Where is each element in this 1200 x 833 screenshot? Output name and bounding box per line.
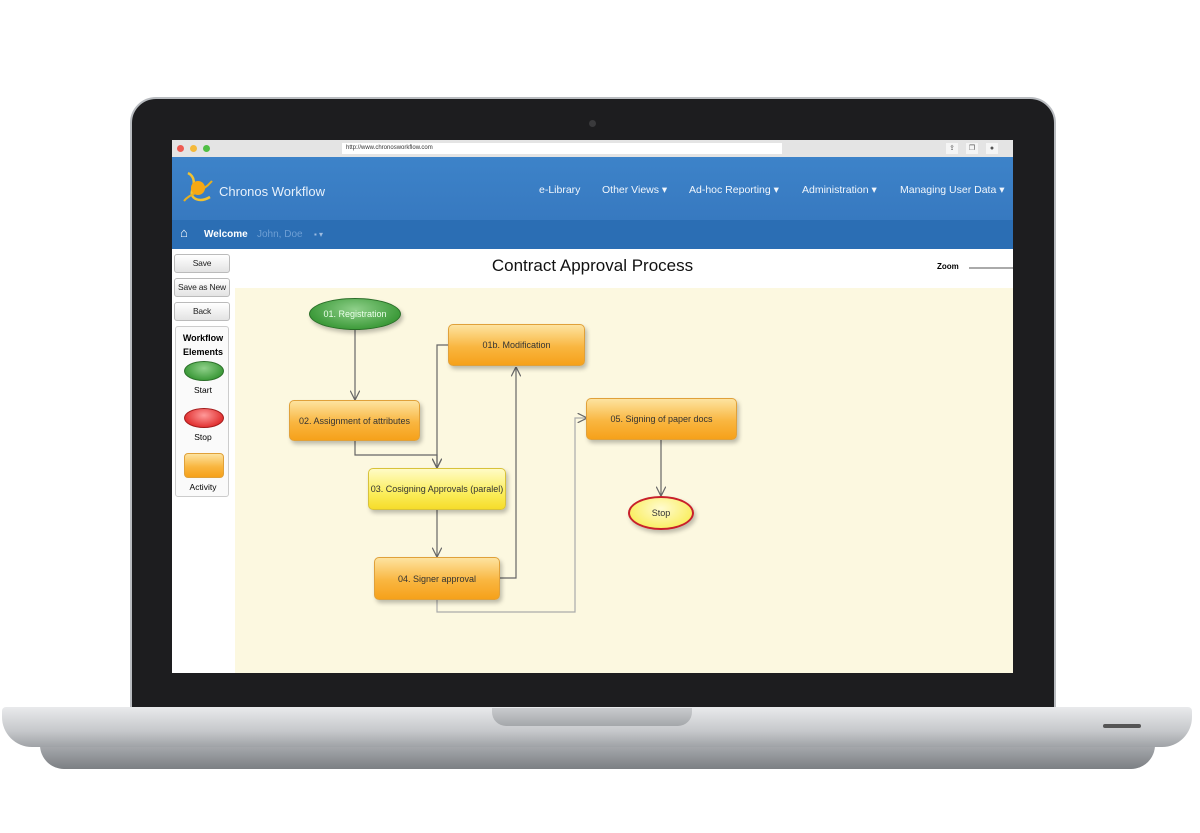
nav-label: Other Views (602, 184, 659, 196)
node-assignment[interactable]: 02. Assignment of attributes (289, 400, 420, 441)
nav-label: Administration (802, 184, 869, 196)
zoom-slider[interactable] (969, 267, 1013, 269)
workflow-canvas[interactable]: 01. Registration 02. Assignment of attri… (235, 288, 1013, 673)
language-flag-dropdown[interactable]: ▪ ▾ (314, 230, 324, 239)
connector (354, 441, 437, 467)
connector (500, 368, 516, 579)
caret-down-icon: ▾ (871, 184, 877, 196)
nav-administration[interactable]: Administration ▾ (802, 184, 877, 196)
node-cosigning[interactable]: 03. Cosigning Approvals (paralel) (368, 468, 506, 510)
browser-toolbar: http://www.chronosworkflow.com ⇪ ❐ ● (172, 140, 1013, 157)
caret-down-icon: ▾ (661, 184, 668, 196)
home-icon[interactable]: ⌂ (180, 225, 188, 240)
laptop-base-bottom (40, 745, 1155, 769)
caret-down-icon: ▾ (773, 184, 779, 196)
nav-ad-hoc-reporting[interactable]: Ad-hoc Reporting ▾ (689, 184, 779, 196)
screen: http://www.chronosworkflow.com ⇪ ❐ ● Chr… (172, 140, 1013, 673)
connectors (235, 330, 1013, 613)
close-window-button[interactable] (177, 145, 184, 152)
nav-label: Ad-hoc Reporting (689, 184, 771, 196)
stop-element[interactable] (184, 408, 224, 428)
share-icon[interactable]: ⇪ (946, 143, 958, 154)
activity-label: Activity (189, 482, 217, 492)
nav-label: e-Library (539, 184, 581, 196)
workflow-elements-palette: Workflow Elements Start Stop Activity (175, 326, 229, 497)
page-title: Contract Approval Process (491, 256, 694, 275)
app-header: Chronos Workflow e-Library Other Views ▾… (172, 157, 1013, 220)
chronos-logo-icon (183, 171, 213, 202)
welcome-bar: ⌂ Welcome John, Doe ▪ ▾ (172, 220, 1013, 249)
nav-e-library[interactable]: e-Library (539, 184, 580, 196)
app-brand: Chronos Workflow (219, 184, 325, 199)
back-button[interactable]: Back (174, 302, 230, 321)
minimize-window-button[interactable] (190, 145, 197, 152)
laptop-slot (1103, 724, 1141, 728)
node-modification[interactable]: 01b. Modification (448, 324, 585, 366)
connector (436, 418, 586, 613)
node-stop[interactable]: Stop (628, 496, 694, 530)
user-name[interactable]: John, Doe (257, 229, 303, 240)
connector (437, 344, 448, 467)
laptop-notch (492, 708, 692, 726)
zoom-label: Zoom (937, 262, 959, 271)
url-bar[interactable]: http://www.chronosworkflow.com (342, 143, 782, 154)
node-registration[interactable]: 01. Registration (309, 298, 401, 330)
welcome-label: Welcome (204, 229, 248, 240)
palette-title: Workflow Elements (182, 333, 224, 357)
stop-label: Stop (194, 432, 212, 442)
nav-managing-user-data[interactable]: Managing User Data ▾ (900, 184, 1005, 196)
caret-down-icon: ▾ (999, 184, 1005, 196)
nav-other-views[interactable]: Other Views ▾ (602, 184, 667, 196)
nav-label: Managing User Data (900, 184, 997, 196)
node-signer-approval[interactable]: 04. Signer approval (374, 557, 500, 600)
save-as-new-button[interactable]: Save as New (174, 278, 230, 297)
camera (589, 120, 596, 127)
start-element[interactable] (184, 361, 224, 381)
maximize-window-button[interactable] (203, 145, 210, 152)
settings-icon[interactable]: ● (986, 143, 998, 154)
save-button[interactable]: Save (174, 254, 230, 273)
activity-element[interactable] (184, 453, 224, 478)
tabs-icon[interactable]: ❐ (966, 143, 978, 154)
node-signing-paper-docs[interactable]: 05. Signing of paper docs (586, 398, 737, 440)
start-label: Start (194, 385, 212, 395)
